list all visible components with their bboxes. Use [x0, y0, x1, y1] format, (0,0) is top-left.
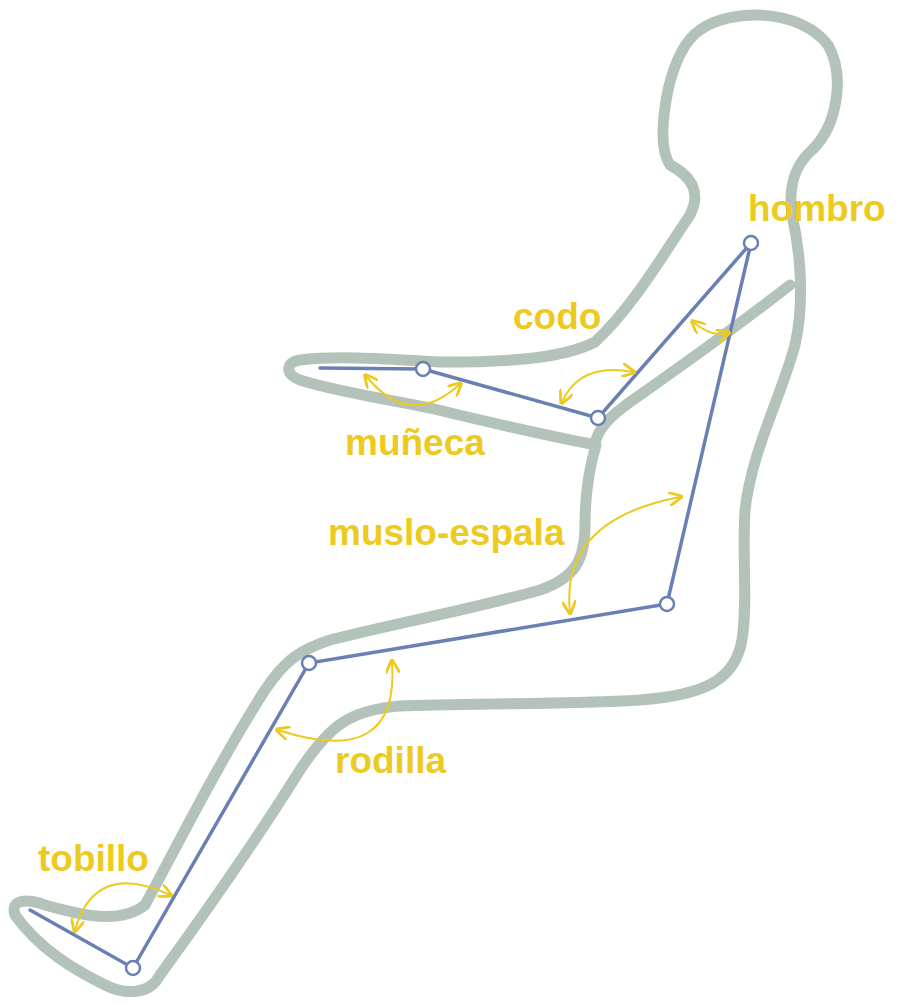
- angle-arc: [278, 662, 392, 741]
- joint-dot: [660, 597, 674, 611]
- joint-dot: [302, 656, 316, 670]
- skeleton-trunk-leg: [30, 243, 751, 968]
- joint-label: muslo-espala: [328, 514, 564, 551]
- joint-dot: [744, 236, 758, 250]
- joint-label: hombro: [748, 190, 886, 227]
- joint-dot: [591, 411, 605, 425]
- joint-label: codo: [513, 298, 601, 335]
- joint-dot: [126, 961, 140, 975]
- angle-arc: [75, 883, 170, 930]
- angle-arc: [562, 370, 633, 402]
- joint-label: rodilla: [335, 742, 446, 779]
- joint-dot: [416, 362, 430, 376]
- joint-label: tobillo: [38, 840, 149, 877]
- joint-label: muñeca: [345, 424, 485, 461]
- body-outline: [14, 15, 837, 992]
- skeleton-arm: [320, 243, 751, 418]
- angle-arc: [366, 376, 460, 405]
- angle-arc: [693, 322, 728, 334]
- angle-arc: [569, 497, 680, 612]
